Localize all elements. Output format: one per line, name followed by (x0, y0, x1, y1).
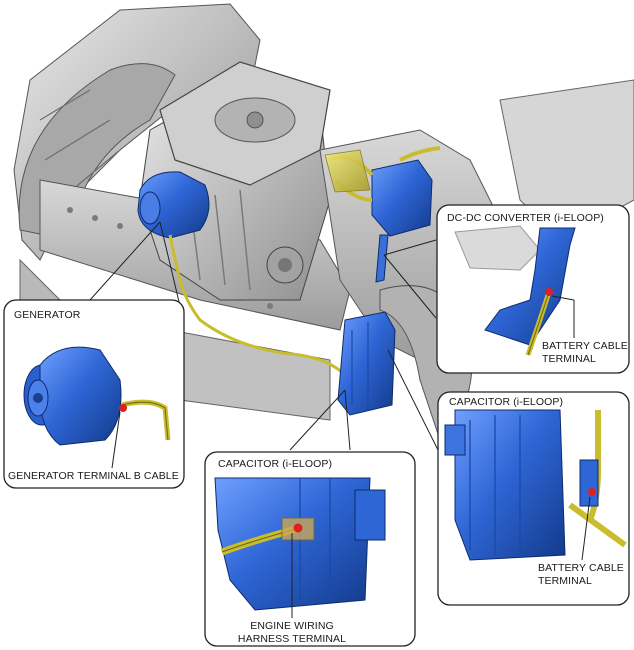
generator-component (137, 171, 210, 239)
capacitor-bottom-title: CAPACITOR (i-ELOOP) (218, 458, 333, 470)
dcdc-terminal-label-line2: TERMINAL (542, 353, 596, 365)
callout-capacitor-bottom (204, 451, 416, 647)
dcdc-detail (454, 225, 576, 356)
generator-detail (23, 346, 171, 469)
lower-subframe (169, 329, 331, 421)
generator-title: GENERATOR (14, 309, 81, 321)
callout-generator (3, 299, 185, 489)
capacitor-bottom-terminal-label-line2: HARNESS TERMINAL (237, 633, 347, 645)
callout-capacitor-right (437, 391, 630, 606)
dcdc-terminal-marker (545, 288, 553, 296)
capacitor-bottom-terminal-label-line1: ENGINE WIRING (250, 620, 334, 632)
dcdc-converter-title: DC-DC CONVERTER (i-ELOOP) (447, 212, 604, 224)
dcdc-converter-component (371, 159, 433, 283)
leader-lines (89, 221, 439, 451)
generator-terminal-label: GENERATOR TERMINAL B CABLE (8, 470, 179, 482)
capacitor-bottom-terminal-marker (293, 523, 303, 533)
engine-bay-background (13, 3, 634, 441)
callout-dcdc-converter (436, 204, 630, 374)
generator-terminal-marker (119, 404, 127, 412)
capacitor-right-terminal-marker (588, 488, 596, 496)
capacitor-right-detail (444, 409, 627, 561)
dcdc-terminal-label-line1: BATTERY CABLE (542, 340, 628, 352)
capacitor-right-terminal-label-line1: BATTERY CABLE (538, 562, 624, 574)
generator-cable (168, 234, 347, 377)
capacitor-component (337, 311, 396, 416)
capacitor-bottom-detail (214, 477, 386, 618)
capacitor-right-terminal-label-line2: TERMINAL (538, 575, 592, 587)
capacitor-right-title: CAPACITOR (i-ELOOP) (449, 396, 564, 408)
